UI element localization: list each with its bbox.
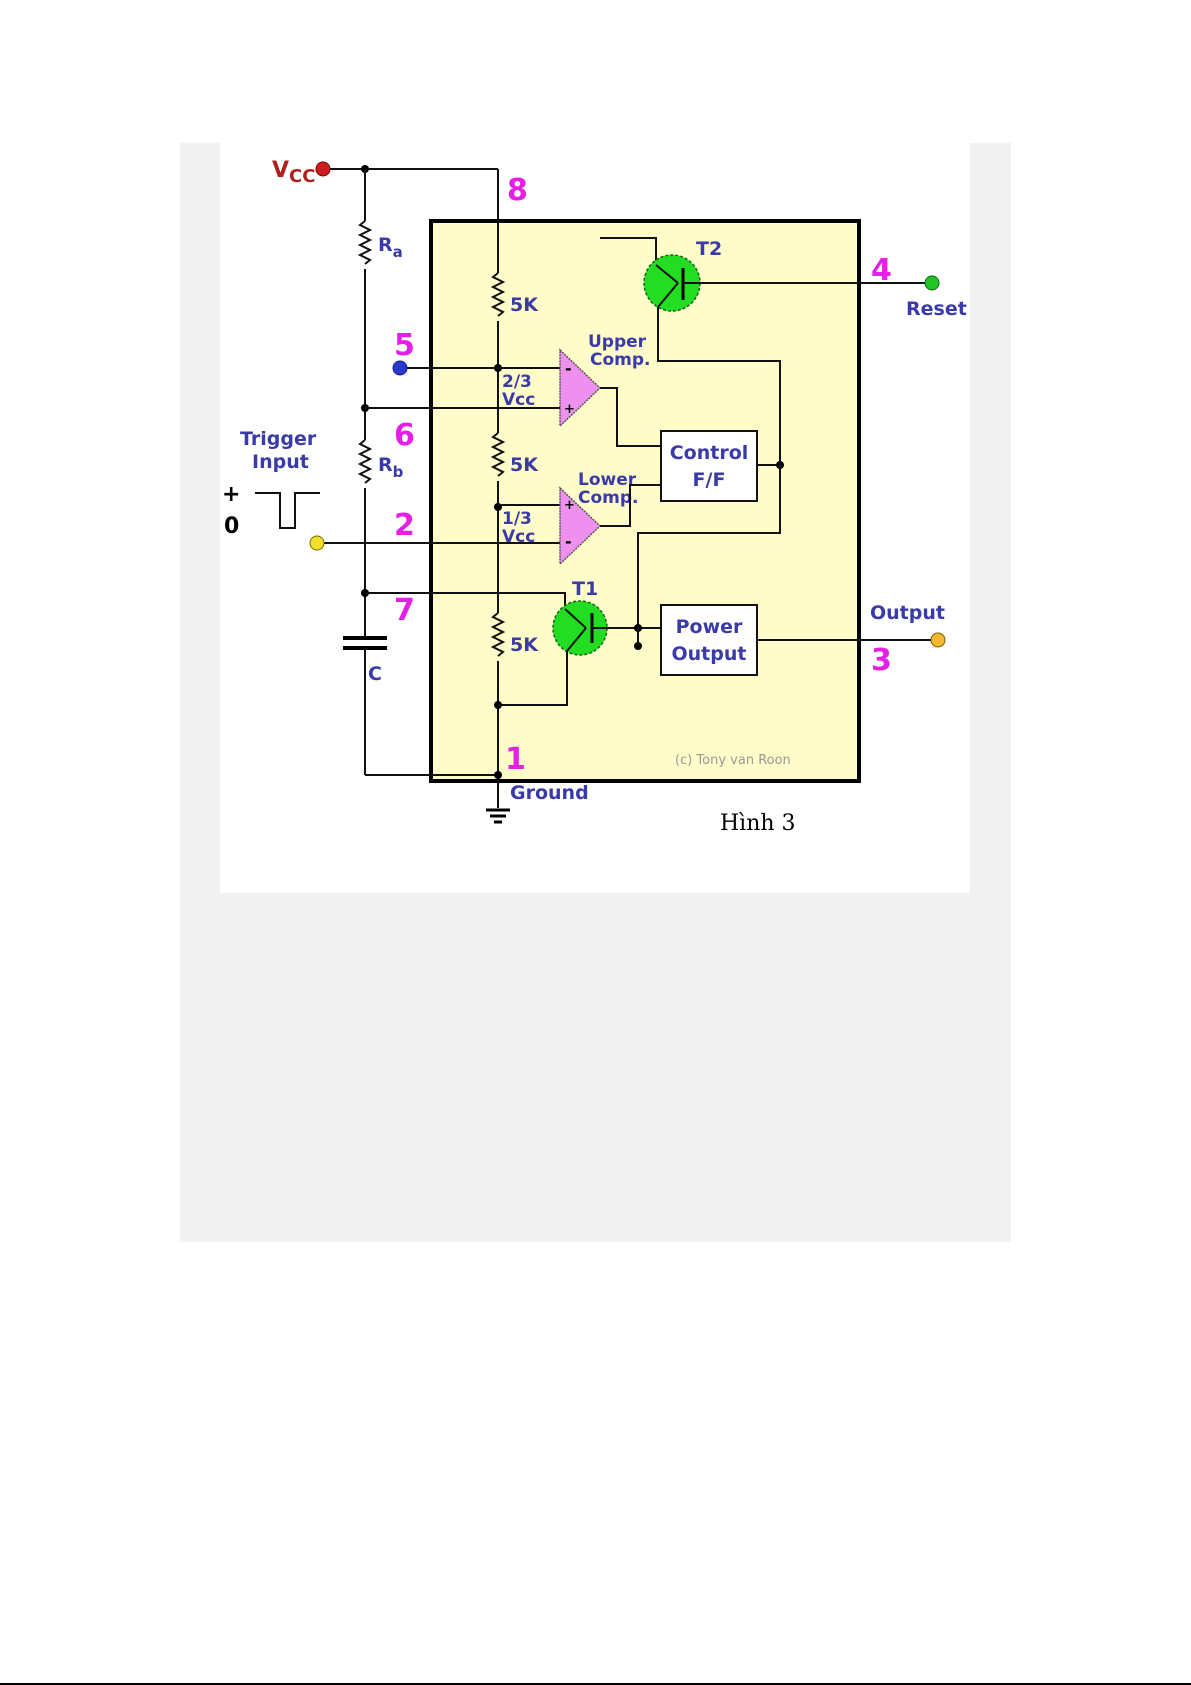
trigger-low-label: 0 xyxy=(224,514,239,539)
lower-comp-label-1: Lower xyxy=(578,470,637,490)
power-output-label-2: Output xyxy=(672,643,747,665)
control-voltage-terminal xyxy=(393,361,407,375)
pin-8-label: 8 xyxy=(507,173,528,208)
trigger-pulse-icon xyxy=(255,493,320,528)
control-ff-label-2: F/F xyxy=(693,469,726,491)
pin-3-label: 3 xyxy=(871,643,892,678)
resistor-5k-bottom-label: 5K xyxy=(510,634,539,656)
lower-ref-label-1: 1/3 xyxy=(502,509,532,529)
lower-ref-label-2: Vcc xyxy=(502,527,535,547)
output-label: Output xyxy=(870,602,945,624)
ground-label: Ground xyxy=(510,782,589,804)
t1-label: T1 xyxy=(572,578,598,600)
upper-ref-label-2: Vcc xyxy=(502,390,535,410)
upper-comp-plus: + xyxy=(564,402,575,417)
rb-label: Rb xyxy=(378,454,404,481)
reset-terminal xyxy=(925,276,939,290)
trigger-high-label: + xyxy=(222,482,240,507)
reset-label: Reset xyxy=(906,298,967,320)
lower-comp-plus: + xyxy=(564,498,575,513)
pin-6-label: 6 xyxy=(394,418,415,453)
t2-label: T2 xyxy=(696,238,722,260)
control-ff-label-1: Control xyxy=(670,442,749,464)
upper-comp-label-2: Comp. xyxy=(590,350,651,370)
vcc-label: VCC xyxy=(272,158,315,187)
trigger-label-2: Input xyxy=(252,451,309,473)
resistor-rb-icon xyxy=(360,440,370,483)
resistor-5k-mid-label: 5K xyxy=(510,454,539,476)
resistor-ra-icon xyxy=(360,221,370,264)
figure-caption: Hình 3 xyxy=(720,811,796,836)
pin-1-label: 1 xyxy=(505,742,526,777)
pin-5-label: 5 xyxy=(394,328,415,363)
lower-comp-minus: - xyxy=(565,532,572,551)
upper-comp-label-1: Upper xyxy=(588,332,647,352)
trigger-terminal xyxy=(310,536,324,550)
credit-label: (c) Tony van Roon xyxy=(675,753,791,768)
trigger-label-1: Trigger xyxy=(240,428,317,450)
pin-2-label: 2 xyxy=(394,508,415,543)
upper-comp-minus: - xyxy=(565,359,572,378)
circuit-svg: VCC Ra Rb C 5K 5K 5K Ground xyxy=(220,143,970,893)
pin-7-label: 7 xyxy=(394,593,415,628)
vcc-terminal xyxy=(316,162,330,176)
ground-symbol xyxy=(486,810,510,822)
ne555-block-diagram: VCC Ra Rb C 5K 5K 5K Ground xyxy=(220,143,970,893)
output-terminal xyxy=(931,633,945,647)
ra-label: Ra xyxy=(378,234,403,261)
pin-4-label: 4 xyxy=(871,253,892,288)
capacitor-label: C xyxy=(368,663,382,685)
power-output-label-1: Power xyxy=(676,616,743,638)
resistor-5k-top-label: 5K xyxy=(510,294,539,316)
upper-ref-label-1: 2/3 xyxy=(502,372,532,392)
